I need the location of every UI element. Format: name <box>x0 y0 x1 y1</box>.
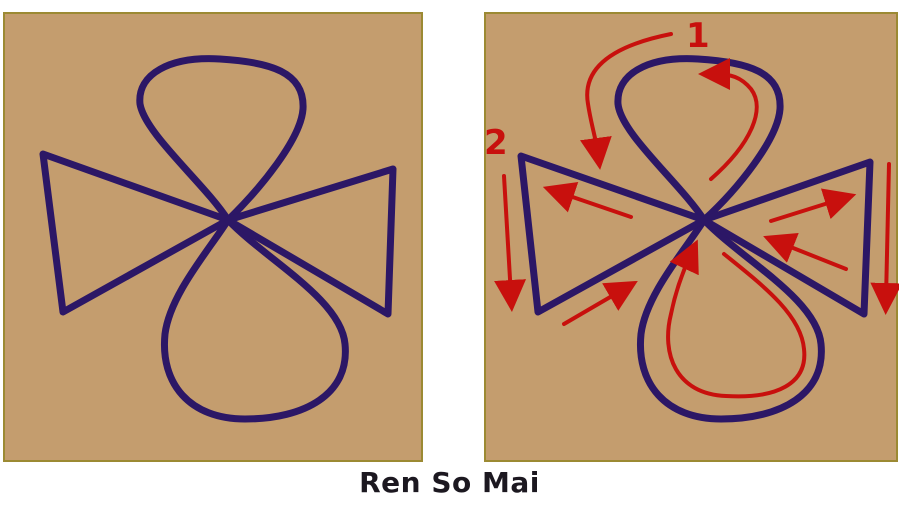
symbol-left-wing <box>43 154 228 312</box>
step-label-2: 2 <box>486 123 508 163</box>
annotated-symbol-drawing: 1 2 <box>486 14 899 464</box>
direction-arrow <box>771 199 841 221</box>
direction-arrow <box>587 34 671 154</box>
step-label-1: 1 <box>686 16 710 56</box>
symbol-drawing <box>5 14 425 464</box>
direction-arrow <box>778 242 846 269</box>
direction-arrow <box>558 192 631 217</box>
diagram-caption: Ren So Mai <box>0 466 899 499</box>
direction-arrow <box>504 176 511 296</box>
direction-arrow <box>886 164 889 299</box>
direction-arrow <box>711 74 757 179</box>
symbol-panel-plain <box>3 12 423 462</box>
symbol-panel-annotated: 1 2 <box>484 12 898 462</box>
direction-arrow <box>668 254 804 396</box>
symbol-bottom-loop <box>164 220 345 419</box>
